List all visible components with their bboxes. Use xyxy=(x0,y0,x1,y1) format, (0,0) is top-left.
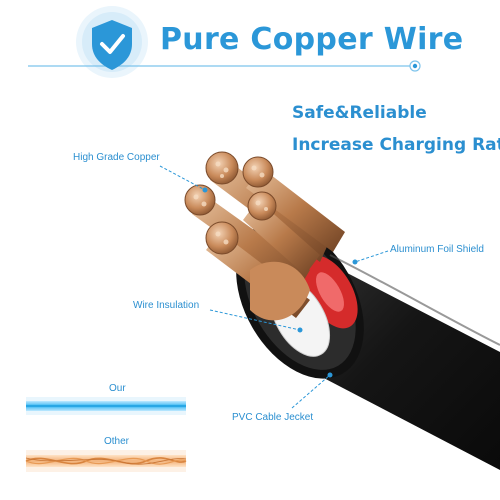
jacket-callout-dot xyxy=(327,372,333,378)
label-high-grade-copper: High Grade Copper xyxy=(73,152,160,163)
label-other: Other xyxy=(104,436,130,447)
our-wire-graphic xyxy=(26,397,186,415)
shield-check-icon xyxy=(92,20,132,70)
callout-dots xyxy=(202,187,358,378)
jacket-callout-line xyxy=(291,374,331,409)
insulation-callout-line xyxy=(209,309,301,331)
callout-lines xyxy=(159,165,389,409)
foil-callout-line xyxy=(354,250,389,263)
label-pvc-cable-jacket: PVC Cable Jecket xyxy=(232,412,314,423)
page-title: Pure Copper Wire xyxy=(160,22,464,57)
label-aluminum-foil-shield: Aluminum Foil Shield xyxy=(390,244,484,255)
label-wire-insulation: Wire Insulation xyxy=(133,300,200,311)
other-wire-graphic xyxy=(25,450,187,472)
label-our: Our xyxy=(109,383,126,394)
insulation-callout-dot xyxy=(297,327,303,333)
feature-charging-rate: Increase Charging Rate xyxy=(292,135,500,155)
copper-strands xyxy=(184,151,345,321)
foil-callout-dot xyxy=(352,259,358,265)
feature-safe-reliable: Safe&Reliable xyxy=(292,103,427,123)
copper-callout-dot xyxy=(202,187,208,193)
copper-callout-line xyxy=(159,165,206,191)
